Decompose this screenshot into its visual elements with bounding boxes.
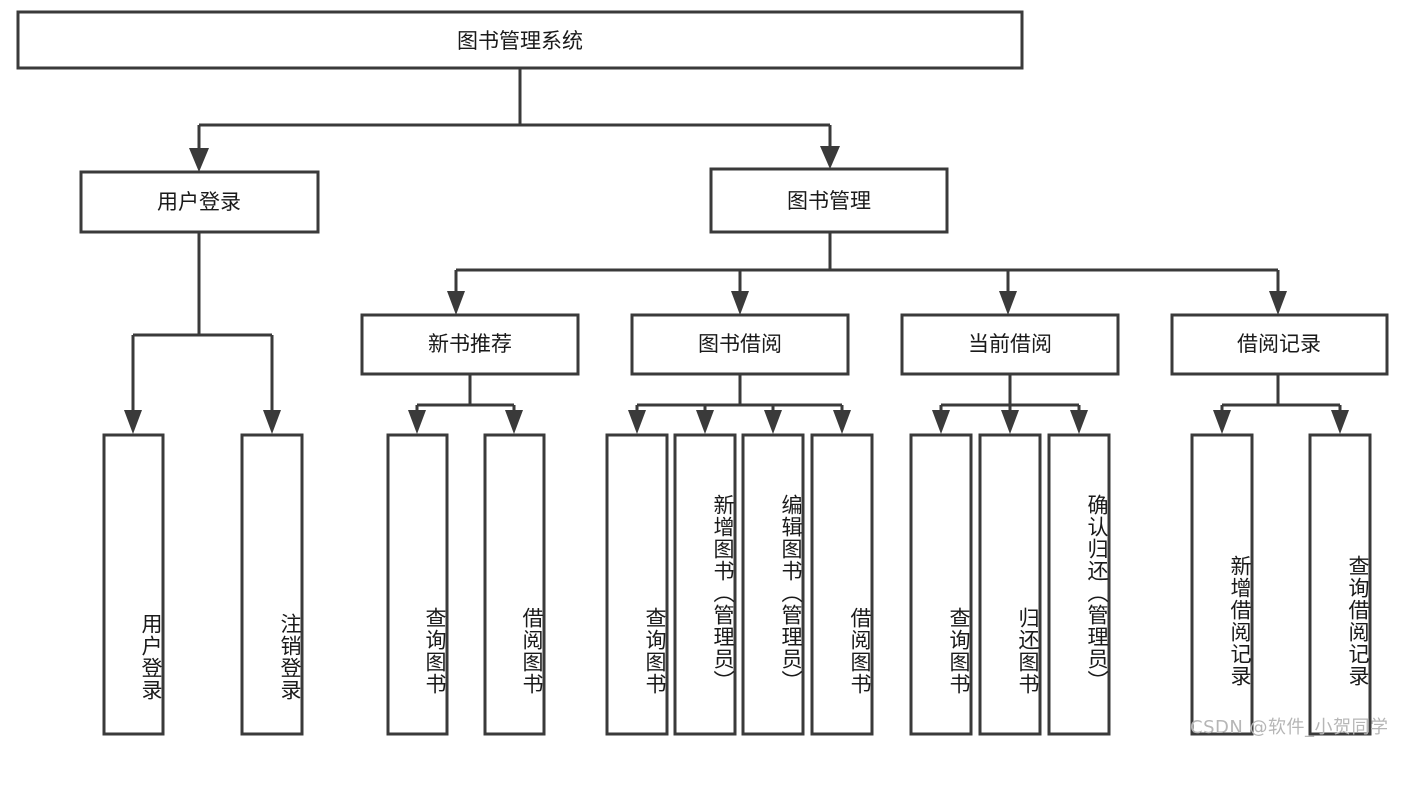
node-book-manage-label: 图书管理 [787,189,871,213]
arrow-head-book-manage [820,146,840,169]
node-leaf-add-book-box[interactable] [673,433,737,736]
node-leaf-logout-box[interactable] [240,433,304,736]
arrow-head-leaf-confirm-return [1070,410,1088,434]
arrow-head-leaf-add-record [1213,410,1231,434]
connectors-group [124,68,1349,434]
arrow-head-leaf-return-book [1001,410,1019,434]
node-leaf-borrow-book-1-box[interactable] [483,433,546,736]
arrow-head-new-book-recommend [447,291,465,315]
arrow-head-leaf-user-login [124,410,142,434]
arrow-head-leaf-borrow-book-1 [505,410,523,434]
arrow-head-leaf-borrow-book-2 [833,410,851,434]
csdn-watermark: CSDN @软件_小贺同学 [1190,717,1389,738]
arrow-head-current-borrow [999,291,1017,315]
node-user-login-box[interactable] [79,170,320,234]
node-leaf-borrow-book-2-box[interactable] [810,433,874,736]
node-root-box[interactable] [16,10,1024,70]
node-leaf-add-record-box[interactable] [1190,433,1254,736]
flowchart-diagram: 图书管理系统 用户登录 图书管理 新书推荐 图书借阅 当前借阅 借阅记录 [16,10,1389,738]
node-leaf-confirm-return-box[interactable] [1047,433,1111,736]
node-leaf-edit-book-box[interactable] [741,433,805,736]
node-leaf-user-login-box[interactable] [102,433,165,736]
node-new-book-recommend-box[interactable] [360,313,580,376]
node-book-manage-box[interactable] [709,167,949,234]
arrow-head-borrow-record [1269,291,1287,315]
node-book-borrow-box[interactable] [630,313,850,376]
node-leaf-return-book-box[interactable] [978,433,1042,736]
node-book-borrow-label: 图书借阅 [698,332,782,356]
arrow-head-leaf-query-book-3 [932,410,950,434]
node-leaf-query-book-3-box[interactable] [909,433,973,736]
node-user-login-label: 用户登录 [157,190,241,214]
node-root-label: 图书管理系统 [457,29,583,53]
arrow-head-book-borrow [731,291,749,315]
node-leaf-query-record-box[interactable] [1308,433,1372,736]
arrow-head-leaf-logout [263,410,281,434]
arrow-head-leaf-query-book-2 [628,410,646,434]
node-new-book-recommend-label: 新书推荐 [428,332,512,356]
node-borrow-record-box[interactable] [1170,313,1389,376]
node-borrow-record-label: 借阅记录 [1237,332,1321,356]
arrow-head-user-login [189,148,209,172]
node-leaf-query-book-2-box[interactable] [605,433,669,736]
arrow-head-leaf-query-record [1331,410,1349,434]
diagram-canvas: 图书管理系统 用户登录 图书管理 新书推荐 图书借阅 当前借阅 借阅记录 [16,10,1389,736]
nodes-group: 图书管理系统 用户登录 图书管理 新书推荐 图书借阅 当前借阅 借阅记录 [16,10,1389,736]
arrow-head-leaf-edit-book [764,410,782,434]
arrow-head-leaf-query-book-1 [408,410,426,434]
node-leaf-query-book-1-box[interactable] [386,433,449,736]
node-current-borrow-box[interactable] [900,313,1120,376]
arrow-head-leaf-add-book [696,410,714,434]
node-current-borrow-label: 当前借阅 [968,332,1052,356]
